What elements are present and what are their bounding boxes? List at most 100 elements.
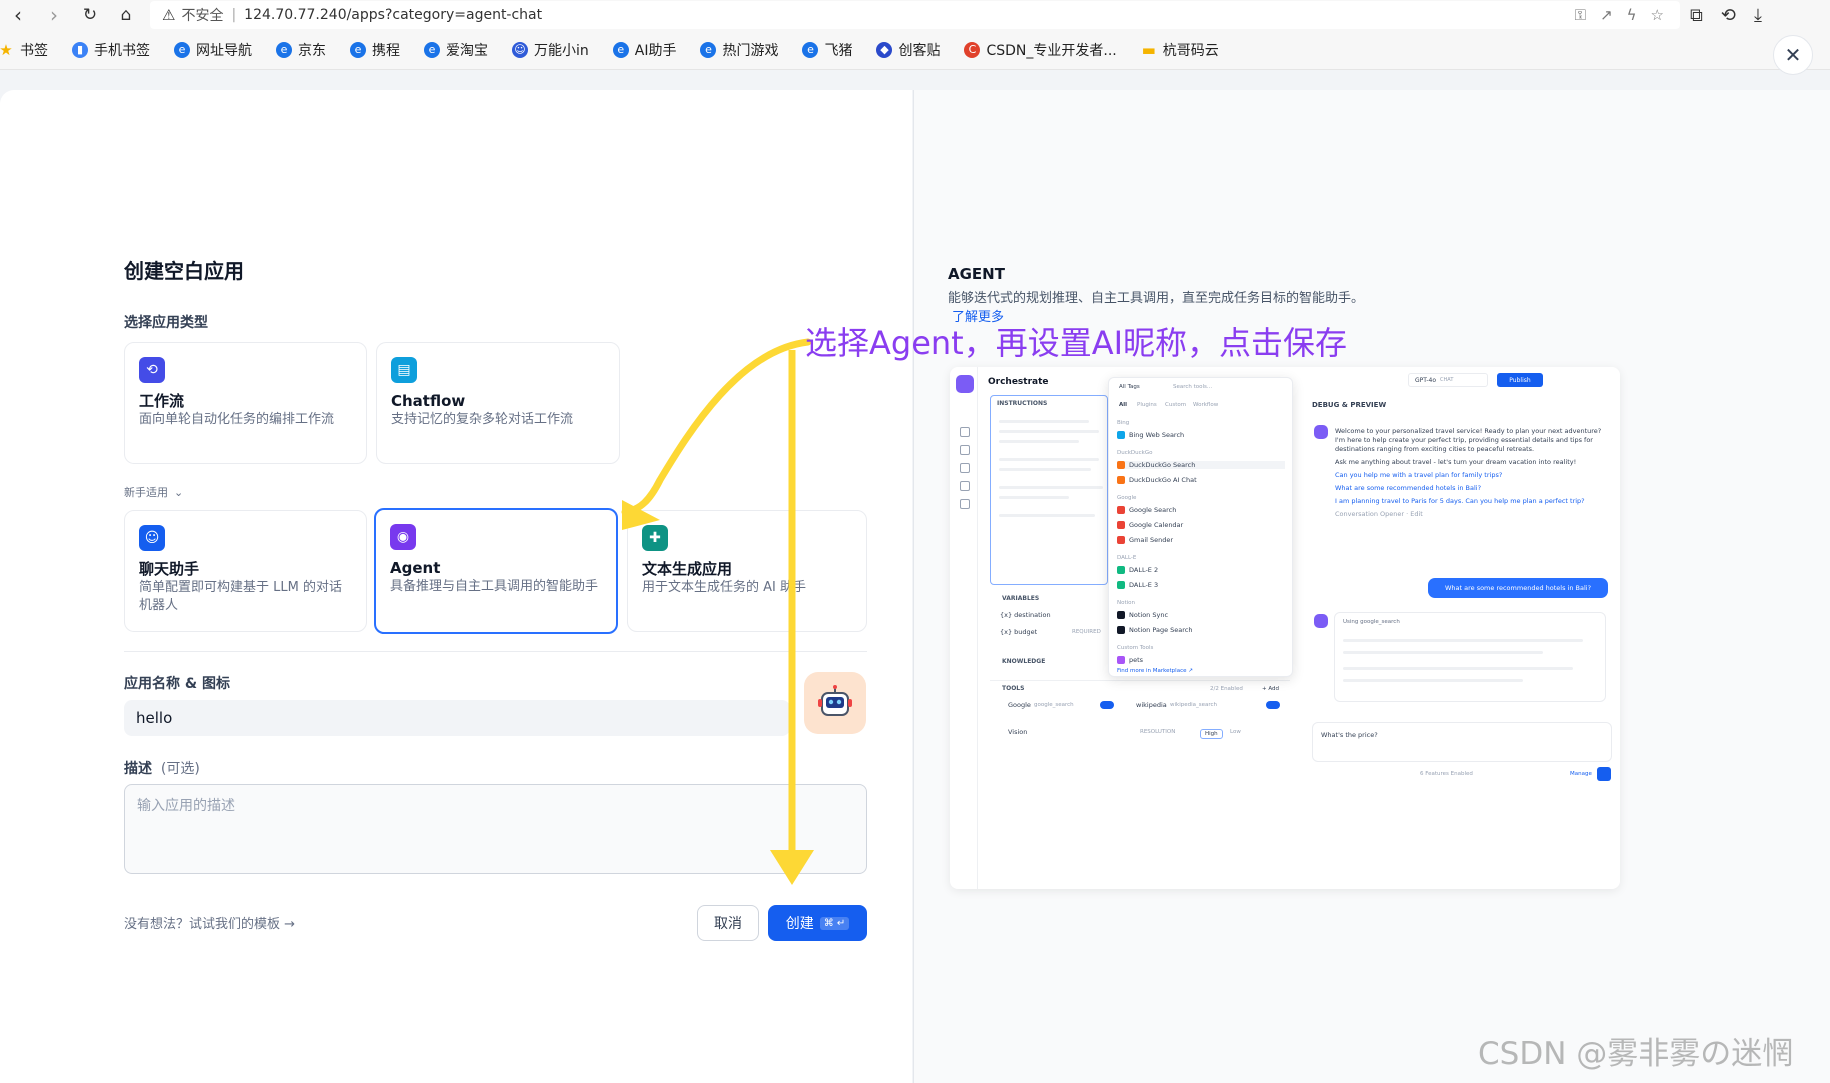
download-icon[interactable]: ⤓ xyxy=(1753,4,1762,26)
card-agent[interactable]: ◉ Agent 具备推理与自主工具调用的智能助手 xyxy=(374,508,618,634)
mock-toggle xyxy=(1100,701,1114,709)
bookmark-item[interactable]: ◆创客贴 xyxy=(876,40,940,60)
phone-icon: ▮ xyxy=(72,41,88,58)
mock-var: {x} destination xyxy=(1000,611,1051,619)
mock-tool-item: Gmail Sender xyxy=(1117,536,1173,544)
card-text-generation[interactable]: ✚ 文本生成应用 用于文本生成任务的 AI 助手 xyxy=(627,510,867,632)
mock-tool-icon xyxy=(1117,506,1125,514)
mock-nav-icon xyxy=(960,481,970,491)
close-icon[interactable]: ✕ xyxy=(1773,35,1813,75)
app-icon-picker[interactable] xyxy=(804,672,866,734)
mock-line xyxy=(999,514,1095,517)
mock-tool-name: DuckDuckGo AI Chat xyxy=(1129,476,1197,484)
mock-send-icon xyxy=(1597,767,1611,781)
mock-using-label: Using xyxy=(1343,619,1359,625)
robot-icon: ☺ xyxy=(512,41,528,58)
forward-icon[interactable]: › xyxy=(50,3,58,27)
mock-line xyxy=(1343,679,1523,682)
card-desc: 用于文本生成任务的 AI 助手 xyxy=(642,580,806,595)
mock-find-more: Find more in Marketplace ↗ xyxy=(1117,668,1193,674)
card-workflow[interactable]: ⟲ 工作流 面向单轮自动化任务的编排工作流 xyxy=(124,342,367,464)
card-desc: 支持记忆的复杂多轮对话工作流 xyxy=(391,412,574,427)
mock-tool-icon xyxy=(1117,461,1125,469)
bookmark-label: 携程 xyxy=(372,42,400,59)
mock-user-bubble: What are some recommended hotels in Bali… xyxy=(1428,578,1608,598)
newbie-toggle[interactable]: 新手适用⌄ xyxy=(124,392,183,499)
history-icon[interactable]: ⟲ xyxy=(1720,4,1736,26)
share-icon[interactable]: ↗ xyxy=(1600,6,1613,24)
ie-icon: e xyxy=(174,41,190,58)
bolt-icon[interactable]: ϟ xyxy=(1626,6,1637,24)
mock-tool-item: Notion Sync xyxy=(1117,611,1168,619)
reload-icon[interactable]: ↻ xyxy=(82,5,98,25)
extensions-icon[interactable]: ⧉ xyxy=(1690,4,1703,26)
mock-group-label: Bing xyxy=(1117,420,1130,426)
bookmark-item[interactable]: ☺万能小in xyxy=(512,40,589,60)
chevron-down-icon: ⌄ xyxy=(174,486,184,499)
mock-ask-text: Ask me anything about travel - let's tur… xyxy=(1335,458,1577,466)
app-name-input[interactable]: hello xyxy=(124,700,790,736)
mock-using: Using google_search xyxy=(1343,619,1400,625)
card-chatflow[interactable]: ▤ Chatflow 支持记忆的复杂多轮对话工作流 xyxy=(376,342,620,464)
mock-tool-google: Google xyxy=(1008,701,1031,709)
mock-features: 6 Features Enabled xyxy=(1420,771,1473,777)
bookmark-item[interactable]: ★书签 xyxy=(0,40,48,60)
bookmark-item[interactable]: ▮ 手机书签 xyxy=(72,40,150,60)
desc-textarea[interactable]: 输入应用的描述 xyxy=(124,784,867,874)
mock-tool-item: DuckDuckGo AI Chat xyxy=(1117,476,1197,484)
address-bar[interactable]: ⚠ 不安全 | 124.70.77.240/apps?category=agen… xyxy=(150,1,1680,29)
star-outline-icon[interactable]: ☆ xyxy=(1650,6,1664,24)
mock-tool-name: Notion Sync xyxy=(1129,611,1169,619)
key-icon[interactable]: ⚿ xyxy=(1574,6,1587,24)
mock-tool-item: Google Search xyxy=(1117,506,1176,514)
mock-line xyxy=(999,458,1099,461)
card-desc: 简单配置即可构建基于 LLM 的对话机器人 xyxy=(139,580,342,613)
create-label: 创建 xyxy=(785,916,814,932)
mock-tool-name: DALL-E 3 xyxy=(1129,581,1159,589)
mock-resolution: RESOLUTION xyxy=(1140,729,1176,735)
agent-icon: ◉ xyxy=(390,524,416,550)
mock-tab-custom: Custom xyxy=(1165,402,1187,408)
workflow-icon: ⟲ xyxy=(139,357,165,383)
chat-bot-icon: ☺ xyxy=(139,525,165,551)
url-separator: | xyxy=(231,7,237,23)
mock-group-label: DuckDuckGo xyxy=(1117,450,1153,456)
mock-suggestion: I am planning travel to Paris for 5 days… xyxy=(1335,497,1585,505)
cancel-button[interactable]: 取消 xyxy=(697,905,759,941)
mock-tool-icon xyxy=(1117,566,1125,574)
divider xyxy=(124,651,867,652)
bookmark-label: 手机书签 xyxy=(94,42,150,59)
mock-tool-name: Bing Web Search xyxy=(1129,431,1185,439)
mock-line xyxy=(999,468,1091,471)
learn-more-link[interactable]: 了解更多 xyxy=(952,310,1005,325)
mock-tool-name: Gmail Sender xyxy=(1129,536,1174,544)
mock-publish-button: Publish xyxy=(1497,373,1543,387)
url-text[interactable]: 124.70.77.240/apps?category=agent-chat xyxy=(244,7,543,23)
robot-avatar-icon xyxy=(818,685,852,716)
bookmark-item[interactable]: ▬杭哥码云 xyxy=(1141,40,1219,60)
back-icon[interactable]: ‹ xyxy=(14,3,22,27)
template-link[interactable]: 没有想法？试试我们的模板 → xyxy=(124,917,296,932)
bookmark-label: 热门游戏 xyxy=(722,42,779,59)
ie-icon: e xyxy=(802,41,819,58)
mock-instructions-label: INSTRUCTIONS xyxy=(997,400,1048,407)
create-button[interactable]: 创建 ⌘ ↵ xyxy=(768,905,867,941)
mock-tool-name: Google Calendar xyxy=(1129,521,1184,529)
mock-nav-icon xyxy=(960,427,970,437)
mock-search-tools: Search tools... xyxy=(1173,384,1213,390)
mock-tool-item: Google Calendar xyxy=(1117,521,1183,529)
card-chat-assistant[interactable]: ☺ 聊天助手 简单配置即可构建基于 LLM 的对话机器人 xyxy=(124,510,367,632)
mock-tool-item: DuckDuckGo Search xyxy=(1117,461,1285,469)
home-icon[interactable]: ⌂ xyxy=(120,5,132,25)
mock-nav-icon xyxy=(960,499,970,509)
mock-line xyxy=(999,430,1099,433)
